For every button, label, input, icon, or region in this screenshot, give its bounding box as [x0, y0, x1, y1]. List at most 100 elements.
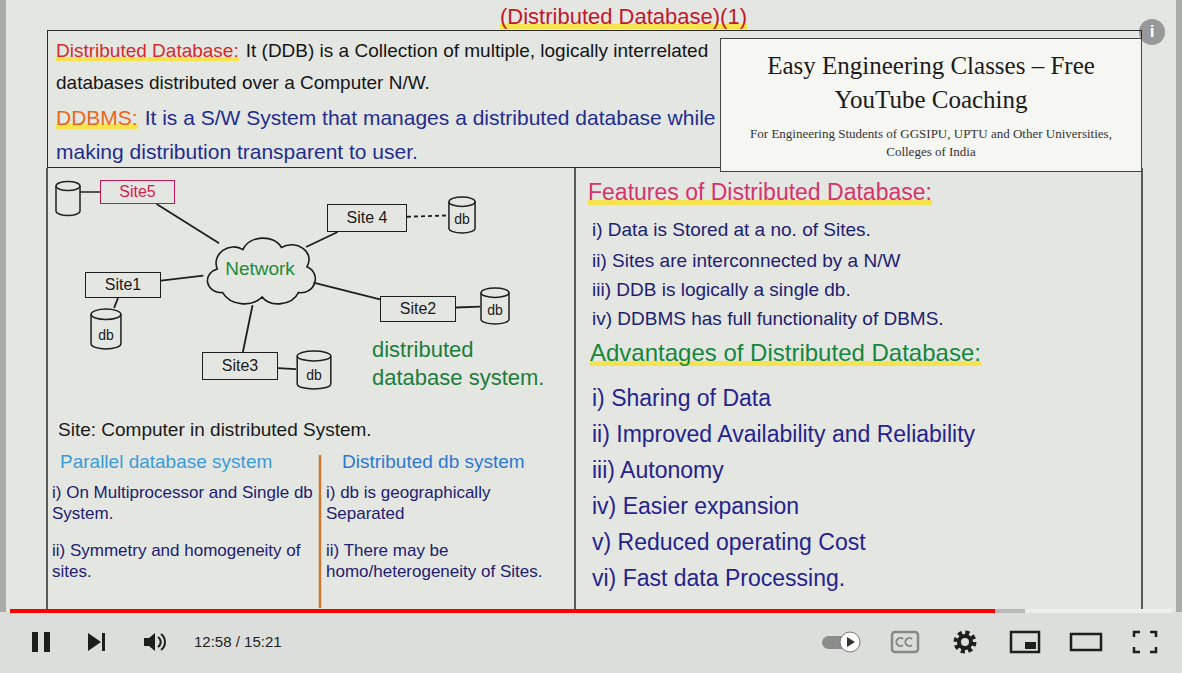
network-link: [161, 276, 203, 281]
site-box: Site2: [380, 296, 456, 322]
list-item: i) Sharing of Data: [592, 384, 771, 413]
next-icon: [102, 633, 105, 651]
captions-icon: [892, 632, 918, 652]
network-link: [313, 283, 380, 300]
network-cloud: Network: [196, 226, 324, 312]
table-divider: [319, 455, 322, 608]
network-link: [306, 232, 338, 247]
network-link: [243, 305, 253, 352]
progress-remaining: [1025, 609, 1172, 613]
definition-text-area: Distributed Database:It (DDB) is a Colle…: [48, 31, 716, 169]
captions-icon: [905, 638, 912, 646]
definition-paragraph: Distributed Database:It (DDB) is a Colle…: [56, 35, 716, 99]
site-box: Site3: [202, 352, 278, 380]
site-label: Site 4: [347, 209, 388, 227]
miniplayer-icon: [1011, 632, 1039, 652]
network-link: [407, 215, 448, 216]
theater-icon: [1071, 634, 1101, 650]
network-link: [456, 306, 480, 309]
info-icon-text: i: [1139, 19, 1165, 45]
database-cylinder: db: [448, 196, 476, 234]
cylinder-body: [297, 356, 331, 389]
volume-icon: [161, 634, 165, 650]
network-label: Network: [225, 258, 295, 280]
cylinder-top: [449, 197, 475, 207]
definition-paragraph: DDBMS:It is a S/W System that manages a …: [56, 101, 716, 169]
pause-icon: [44, 632, 50, 652]
db-label: db: [306, 367, 322, 383]
list-item: iii) DDB is logically a single db.: [592, 278, 851, 302]
frame-edge: [1176, 0, 1182, 673]
list-item: iv) Easier expansion: [592, 492, 799, 521]
list-item: v) Reduced operating Cost: [592, 528, 866, 557]
next-icon: [88, 633, 101, 651]
pause-icon: [32, 632, 38, 652]
cylinder-body: [481, 293, 509, 324]
table-cell: i) On Multiprocessor and Single db Syste…: [52, 482, 314, 525]
table-header: Distributed db system: [342, 450, 525, 474]
fullscreen-icon: [1134, 632, 1156, 652]
table-header: Parallel database system: [60, 450, 272, 474]
section-heading: Advantages of Distributed Database:: [590, 338, 981, 368]
site-box: Site5: [100, 180, 175, 204]
network-link: [114, 298, 118, 308]
cylinder-body: [91, 314, 121, 349]
list-item: vi) Fast data Processing.: [592, 564, 845, 593]
section-heading: Features of Distributed Database:: [588, 178, 932, 207]
db-label: db: [487, 302, 503, 318]
cylinder-top: [481, 288, 509, 298]
table-cell: ii) There may be homo/heterogeneity of S…: [326, 540, 566, 583]
list-item: ii) Improved Availability and Reliabilit…: [592, 420, 975, 449]
database-cylinder: db: [90, 308, 122, 350]
db-link: [80, 191, 100, 193]
site-label: Site1: [105, 276, 141, 294]
panel-border: [46, 168, 48, 612]
database-cylinder: db: [480, 287, 510, 325]
panel-divider: [574, 168, 576, 612]
site-box: Site1: [85, 272, 161, 298]
network-link: [157, 204, 219, 243]
definition-note: Site: Computer in distributed System.: [58, 418, 372, 442]
page-title: (Distributed Database)(1): [500, 3, 747, 31]
cylinder-top: [91, 309, 121, 320]
cloud-outline: [207, 238, 315, 304]
progress-buffered: [995, 609, 1025, 613]
cylinder-top: [297, 351, 331, 361]
banner-title: Easy Engineering Classes – Free YouTube …: [731, 49, 1131, 117]
autoplay-toggle: [840, 632, 860, 652]
controls-ground: [0, 612, 1182, 673]
frame-edge: [0, 0, 6, 673]
progress-played: [10, 609, 995, 613]
table-cell: ii) Symmetry and homogeneity of sites.: [52, 540, 314, 583]
table-cell: i) db is geographically Separated: [326, 482, 566, 525]
site-label: Site5: [119, 183, 155, 201]
panel-border: [1141, 168, 1143, 612]
captions-icon: [896, 638, 903, 646]
channel-banner: Easy Engineering Classes – Free YouTube …: [720, 38, 1142, 172]
db-label: db: [454, 211, 470, 227]
definition-text: It is a S/W System that manages a distri…: [56, 106, 715, 163]
network-link: [278, 367, 296, 370]
site5-database-cylinder: [56, 182, 100, 216]
miniplayer-icon: [1025, 642, 1036, 649]
settings-icon: [959, 636, 971, 648]
db-label: db: [98, 327, 114, 343]
site-box: Site 4: [327, 204, 407, 232]
list-item: i) Data is Stored at a no. of Sites.: [592, 218, 871, 242]
term-heading: Distributed Database:: [56, 40, 239, 61]
cylinder-body: [449, 202, 475, 233]
cylinder-top: [56, 182, 80, 191]
heading-highlight: Advantages of Distributed Database:: [590, 339, 981, 366]
volume-icon: [158, 637, 161, 647]
autoplay-toggle: [847, 637, 855, 647]
banner-subtitle: For Engineering Students of GGSIPU, UPTU…: [731, 125, 1131, 161]
time-display: 12:58 / 15:21: [194, 633, 282, 652]
site-label: Site2: [400, 300, 436, 318]
diagram-caption: distributed database system.: [372, 336, 562, 391]
database-cylinder: db: [296, 350, 332, 390]
list-item: ii) Sites are interconnected by a N/W: [592, 249, 900, 273]
volume-icon: [144, 633, 155, 651]
list-item: iv) DDBMS has full functionality of DBMS…: [592, 307, 944, 331]
